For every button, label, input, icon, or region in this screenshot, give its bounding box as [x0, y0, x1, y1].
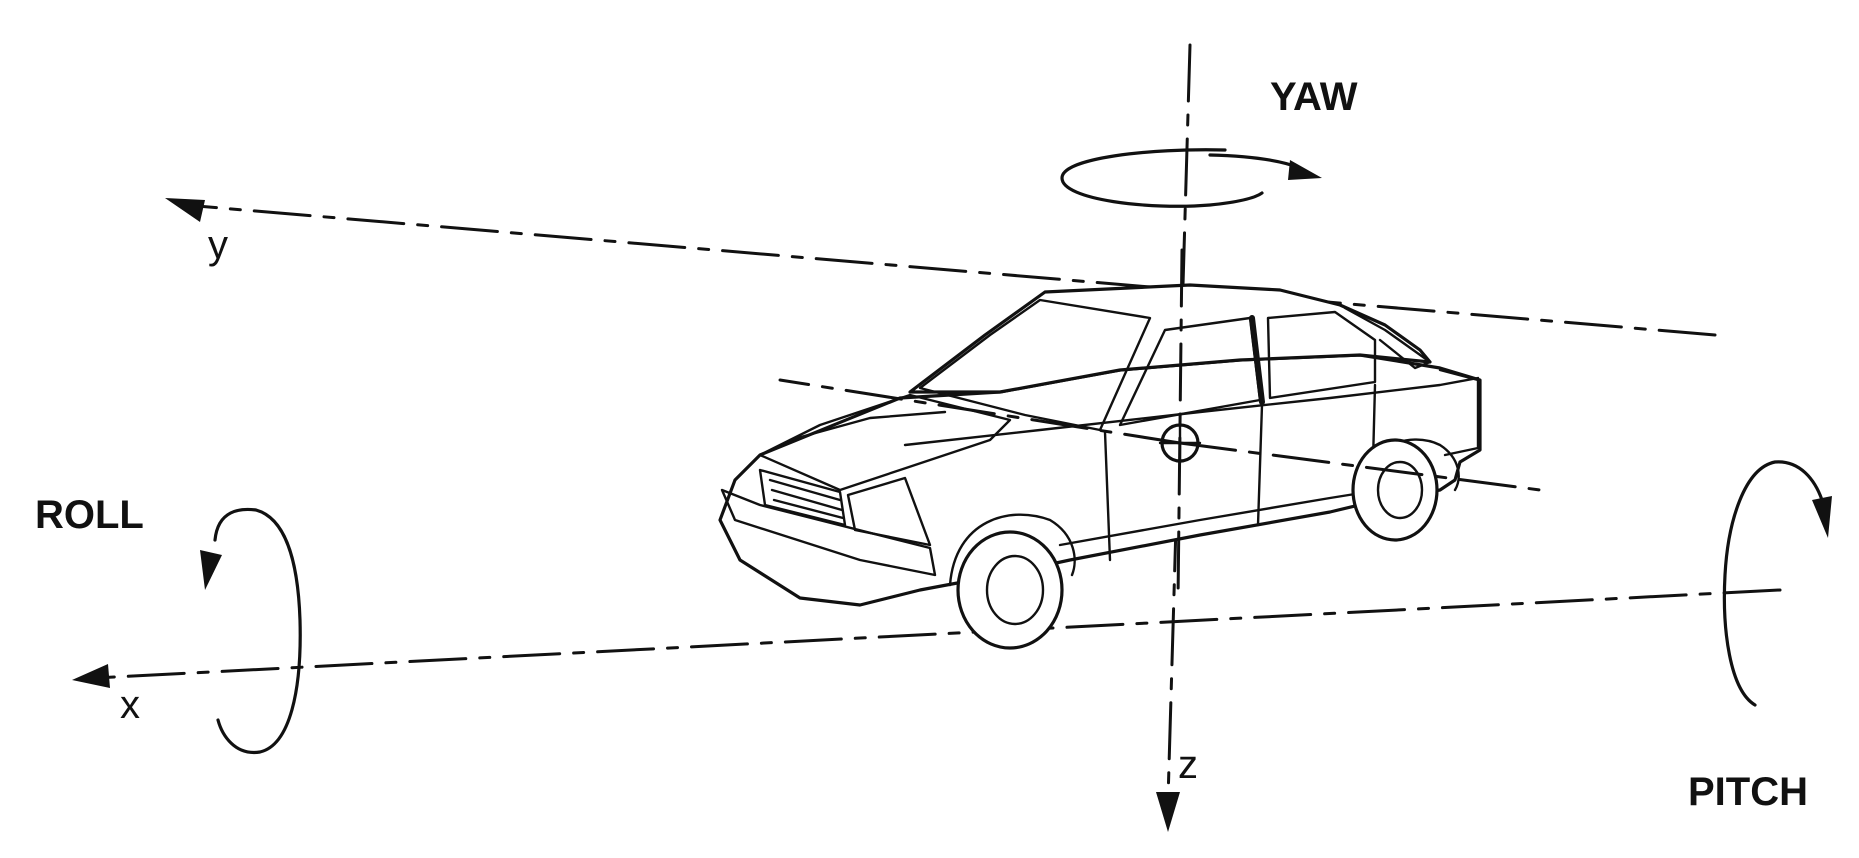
car-rear-glass [1343, 306, 1432, 370]
car-hood-line [788, 410, 947, 442]
pitch-arrowhead [1812, 496, 1832, 538]
y-axis-through-car [778, 378, 1182, 445]
car-grille-slats [768, 478, 845, 520]
car-hood [758, 393, 1012, 492]
x-axis-arrowhead [72, 664, 110, 688]
pitch-label: PITCH [1688, 770, 1808, 814]
yaw-rotation-arrow-icon [1060, 148, 1264, 208]
z-axis-label: z [1178, 743, 1198, 787]
car-rear-wheel [1351, 438, 1439, 542]
y-axis-line [183, 203, 1717, 337]
car-rear-hub [1376, 460, 1424, 520]
car-front-wheel [956, 530, 1064, 650]
roll-indicator [200, 507, 302, 755]
axes-front [778, 248, 1542, 602]
z-axis-through-car [1176, 248, 1184, 602]
car-rear-lamp [1438, 368, 1480, 457]
car-door-line-rear [1256, 403, 1264, 527]
roll-arrowhead [200, 550, 222, 590]
x-axis-through-car [1178, 441, 1542, 492]
pitch-rotation-arrow-icon [1722, 460, 1824, 707]
x-axis-line [93, 588, 1782, 680]
y-axis-arrowhead [165, 198, 205, 222]
car-illustration [718, 283, 1482, 650]
car-b-pillar [1249, 315, 1265, 405]
y-axis-label: y [208, 223, 228, 267]
car-rear-window [1266, 310, 1377, 400]
yaw-indicator [1060, 148, 1322, 208]
yaw-arrowhead [1288, 160, 1322, 180]
car-front-bumper [720, 488, 937, 577]
car-grille [758, 468, 847, 527]
pitch-indicator [1722, 460, 1832, 707]
yaw-rotation-arrow-rear [1208, 153, 1302, 170]
car-windshield [918, 298, 1152, 432]
car-cabin [908, 283, 1432, 394]
yaw-label: YAW [1270, 75, 1358, 119]
car-front-hub [985, 554, 1045, 626]
roll-label: ROLL [35, 493, 144, 537]
car-door-line-front [1103, 430, 1112, 562]
z-axis-arrowhead [1156, 792, 1180, 832]
car-belt-line [903, 376, 1480, 447]
car-front-wheel-arch [948, 513, 1076, 587]
roll-rotation-arrow-icon [213, 507, 302, 755]
car-headlight [846, 476, 932, 547]
x-axis-label: x [120, 683, 140, 727]
